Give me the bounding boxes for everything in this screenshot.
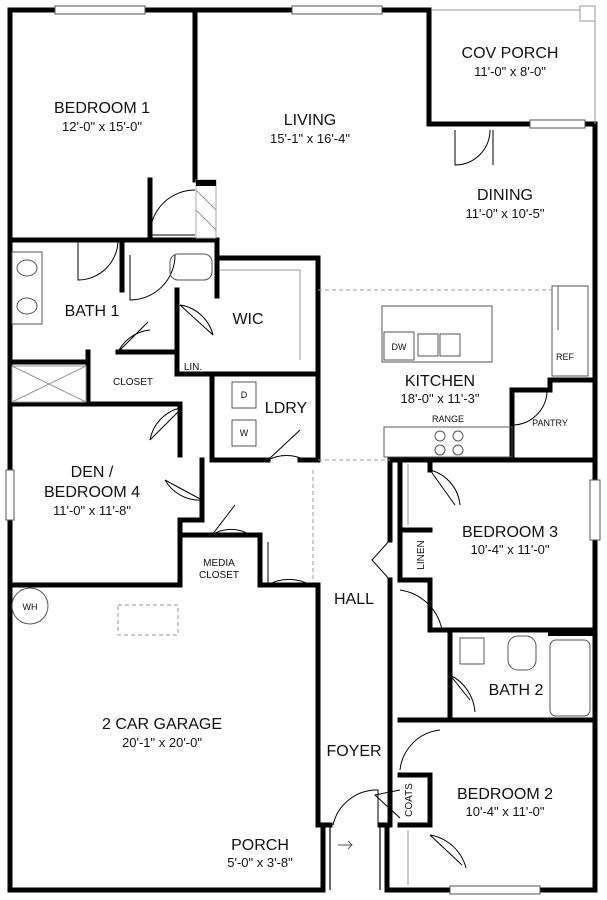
den-name-line1: DEN / <box>71 464 114 481</box>
entry-arrow-icon <box>338 840 353 850</box>
bedroom3-name: BEDROOM 3 <box>462 524 558 541</box>
foyer-name: FOYER <box>326 743 381 760</box>
garage-name: 2 CAR GARAGE <box>102 716 222 733</box>
washer-label: W <box>240 428 249 438</box>
wic-name: WIC <box>232 311 263 328</box>
bedroom2-dimensions: 10'-4" x 11'-0" <box>466 804 545 819</box>
media-closet-line1: MEDIA <box>203 558 235 569</box>
walls <box>7 7 598 893</box>
cov-porch-outline <box>432 5 596 124</box>
closet-name: CLOSET <box>113 377 153 388</box>
den-dimensions: 11'-0" x 11'-8" <box>53 503 131 518</box>
media-closet-line2: CLOSET <box>199 570 239 581</box>
pantry-label: PANTRY <box>532 418 568 428</box>
doors <box>77 129 548 869</box>
coats-name: COATS <box>404 783 415 817</box>
porch-dimensions: 5'-0" x 3'-8" <box>227 855 293 870</box>
living-dimensions: 15'-1" x 16'-4" <box>270 131 350 146</box>
ldry-name: LDRY <box>265 400 308 417</box>
garage-dimensions: 20'-1" x 20'-0" <box>122 735 202 750</box>
hall-name: HALL <box>334 591 374 608</box>
dining-name: DINING <box>477 187 533 204</box>
windows <box>5 5 601 895</box>
water-heater-label: WH <box>23 602 38 612</box>
cov-porch-dimensions: 11'-0" x 8'-0" <box>474 64 546 79</box>
cov-porch-name: COV PORCH <box>462 45 559 62</box>
kitchen-name: KITCHEN <box>405 373 475 390</box>
fixtures <box>11 179 595 885</box>
bedroom1-dimensions: 12'-0" x 15'-0" <box>62 119 142 134</box>
lin-name: LIN. <box>184 362 202 373</box>
range-label: RANGE <box>432 414 464 424</box>
bedroom3-dimensions: 10'-4" x 11'-0" <box>471 542 550 557</box>
bath1-name: BATH 1 <box>65 303 120 320</box>
porch-name: PORCH <box>231 837 289 854</box>
dishwasher-label: DW <box>392 342 407 352</box>
kitchen-dimensions: 18'-0" x 11'-3" <box>401 391 480 406</box>
fixture-labels: WH DW REF PANTRY RANGE D W <box>23 342 575 612</box>
bath2-name: BATH 2 <box>489 682 544 699</box>
living-name: LIVING <box>284 112 336 129</box>
bedroom1-name: BEDROOM 1 <box>54 100 150 117</box>
den-name-line2: BEDROOM 4 <box>44 484 140 501</box>
linen-name: LINEN <box>416 540 427 569</box>
dining-dimensions: 11'-0" x 10'-5" <box>466 206 545 221</box>
room-labels: BEDROOM 1 12'-0" x 15'-0" LIVING 15'-1" … <box>44 45 558 870</box>
bedroom2-name: BEDROOM 2 <box>457 786 553 803</box>
refrigerator-label: REF <box>556 352 575 362</box>
dryer-label: D <box>241 390 248 400</box>
